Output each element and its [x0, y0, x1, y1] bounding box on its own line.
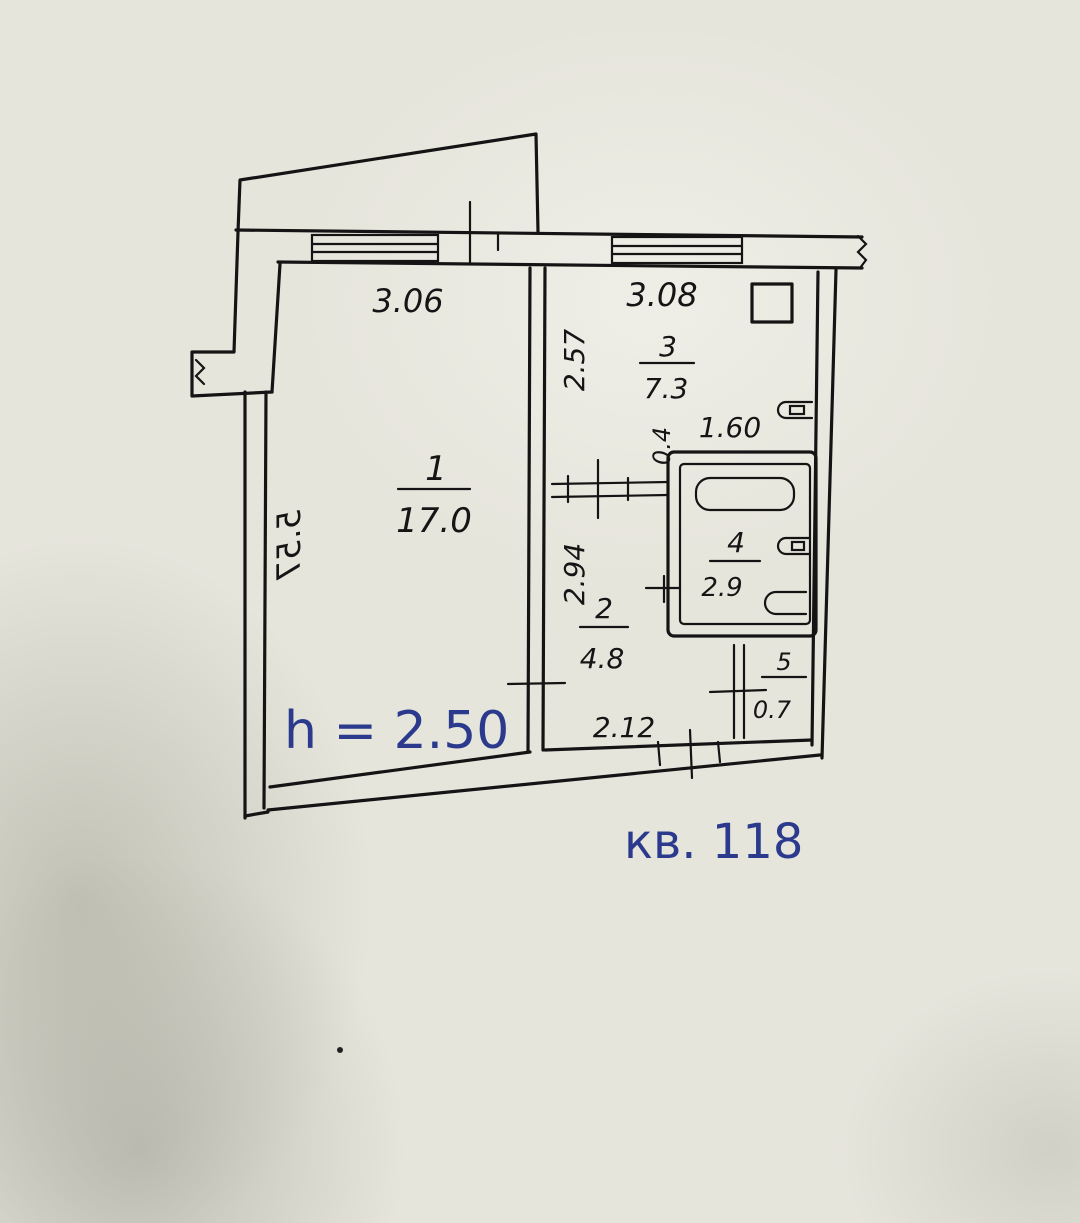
partition-wall	[506, 266, 567, 754]
room-2-label: 2 4.8	[578, 592, 630, 675]
dimension-corridor-width: 2.12	[593, 711, 655, 744]
room-1-area: 17.0	[396, 501, 472, 541]
ceiling-height-note: h = 2.50	[284, 701, 509, 761]
room-5-area: 0.7	[753, 696, 792, 724]
kitchen-vent	[750, 282, 794, 324]
kitchen-sink-fixture	[776, 400, 814, 420]
room-1-label: 1 17.0	[396, 449, 472, 541]
balcony-outline	[190, 132, 540, 398]
toilet-room	[708, 643, 768, 740]
dimension-room3-width: 3.08	[626, 276, 697, 314]
dimension-room1-length: 5.57	[270, 509, 308, 581]
bathroom-block	[644, 450, 818, 638]
room-3-area: 7.3	[644, 372, 689, 405]
ink-dot	[337, 1047, 343, 1053]
bottom-wall	[266, 728, 822, 812]
dimension-room1-width: 3.06	[372, 282, 443, 320]
room-5-label: 5 0.7	[753, 648, 808, 724]
room-2-area: 4.8	[580, 642, 625, 675]
dimension-room3-length: 2.57	[558, 329, 591, 392]
room-2-number: 2	[595, 592, 613, 625]
room-4-number: 4	[727, 526, 745, 559]
left-wall	[243, 262, 282, 820]
room-3-label: 3 7.3	[638, 330, 696, 405]
kitchen-corridor-partition	[550, 458, 670, 520]
room-4-label: 4 2.9	[701, 526, 762, 603]
room-3-number: 3	[659, 330, 677, 363]
room-4-area: 2.9	[701, 573, 742, 603]
apartment-number-note: кв. 118	[624, 814, 803, 870]
toilet-fixture	[763, 590, 808, 616]
room-1-number: 1	[425, 449, 447, 489]
room-5-number: 5	[776, 648, 791, 676]
dimension-corridor-length: 2.94	[558, 543, 591, 605]
washbasin-fixture	[776, 536, 812, 556]
exterior-wall-top	[234, 200, 868, 270]
dimension-bath-width: 1.60	[699, 411, 761, 444]
dimension-gap: 0.4	[648, 427, 676, 465]
